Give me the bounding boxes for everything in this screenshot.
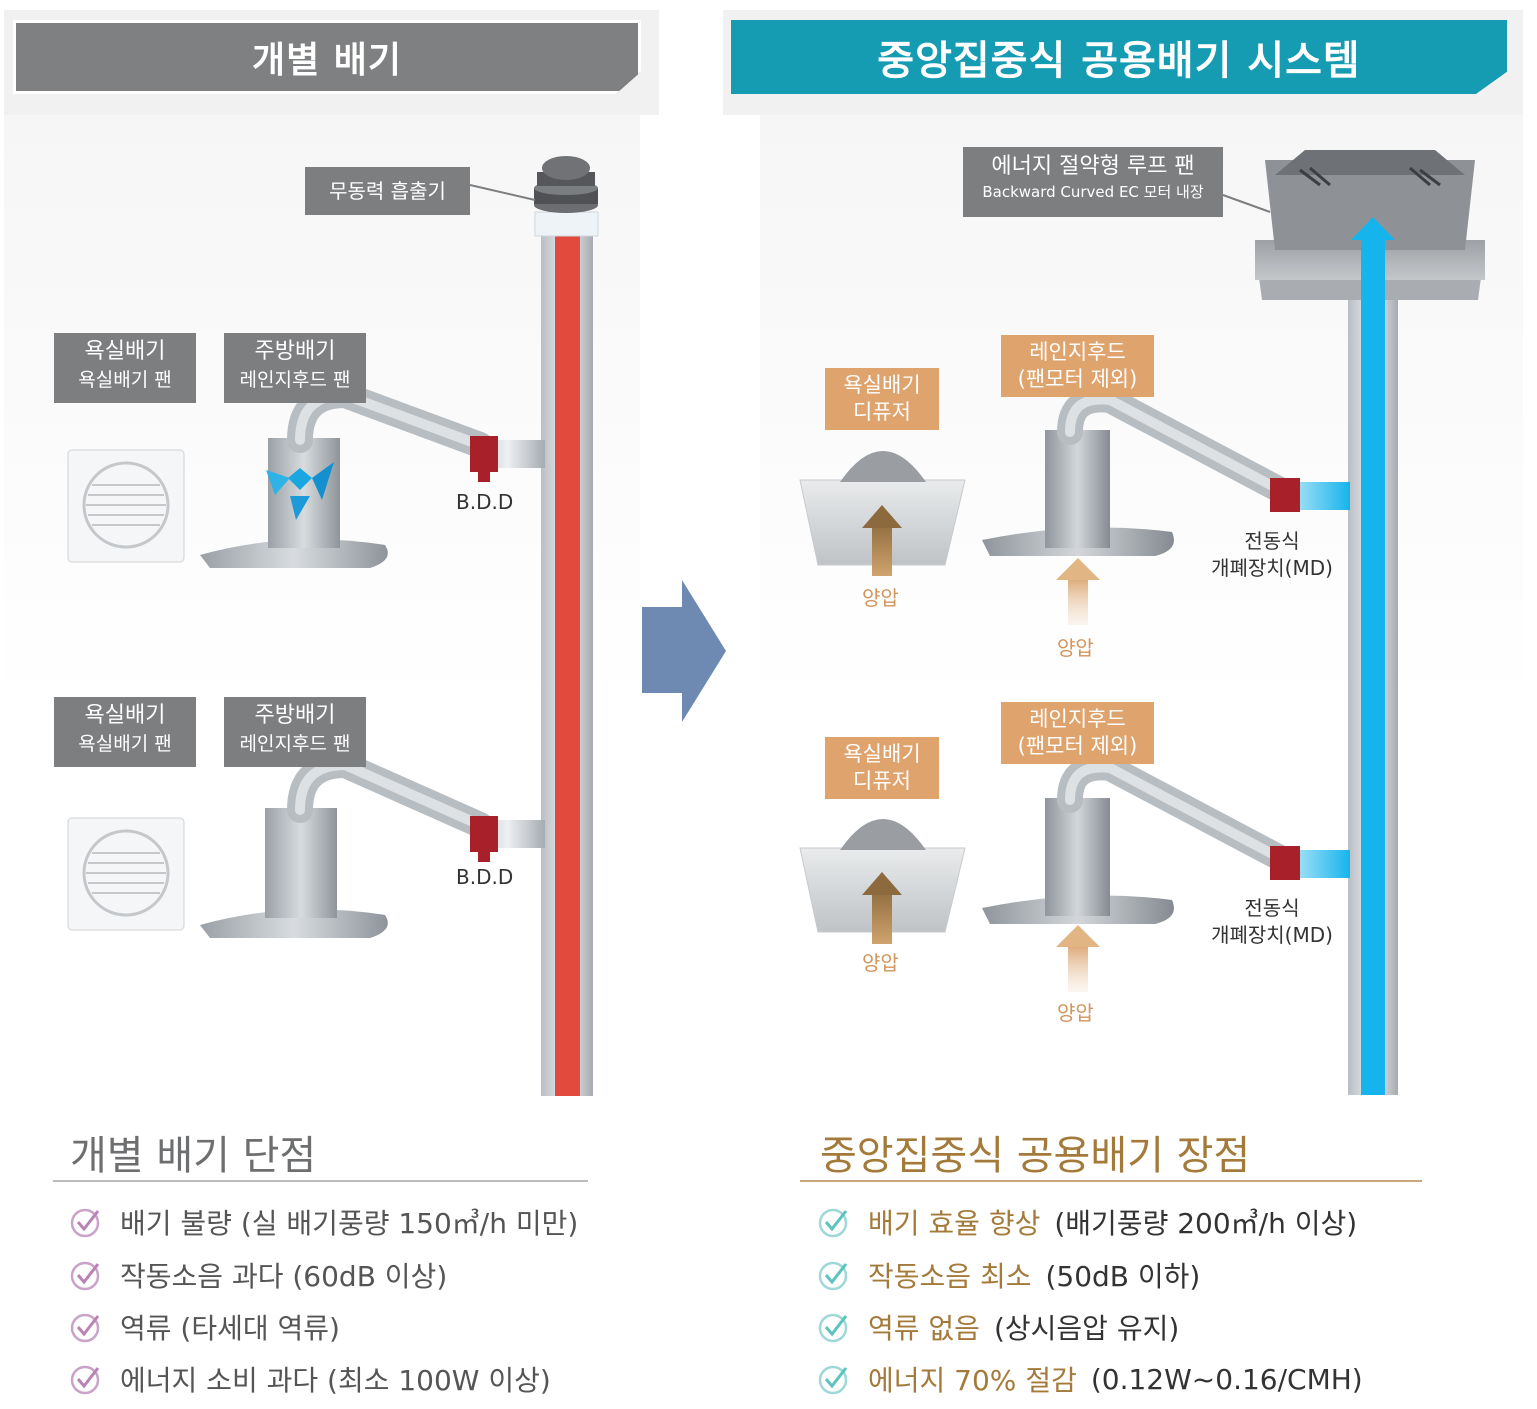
range-hood-fan-icon <box>200 381 493 568</box>
bath-diffuser-label-2: 욕실배기 디퓨저 <box>825 737 939 799</box>
right-section-title: 중앙집중식 공용배기 장점 <box>820 1133 1251 1179</box>
pressure-arrow-icon <box>862 505 902 576</box>
blue-exhaust-flow <box>1361 235 1385 1095</box>
right-panel-title: 중앙집중식 공용배기 시스템 <box>731 20 1507 94</box>
roof-fan-callout-line <box>1222 194 1271 213</box>
motorized-damper-label-1: 전동식 개폐장치(MD) <box>1211 529 1333 580</box>
left-section-title: 개별 배기 단점 <box>70 1133 317 1179</box>
pressure-arrow-icon <box>1056 925 1100 992</box>
pressure-label: 양압 <box>1057 636 1094 660</box>
range-hood-label-1: 레인지후드 (팬모터 제외) <box>1001 335 1154 397</box>
left-list-item: 에너지 소비 과다 (최소 100W 이상) <box>70 1359 551 1399</box>
check-icon <box>818 1365 848 1395</box>
bath-label-1: 욕실배기 욕실배기 팬 <box>54 333 196 403</box>
right-list-item: 작동소음 최소(50dB 이하) <box>818 1255 1200 1295</box>
check-icon <box>70 1261 100 1291</box>
pressure-label: 양압 <box>862 951 899 975</box>
bath-label-2: 욕실배기 욕실배기 팬 <box>54 697 196 767</box>
ventilator-callout-line <box>469 184 536 201</box>
left-diagram <box>67 156 599 1096</box>
left-divider <box>53 1180 588 1182</box>
left-panel-bg <box>4 115 640 1105</box>
bdd-label-1: B.D.D <box>456 490 514 514</box>
bdd-damper-icon <box>470 816 498 862</box>
check-icon <box>70 1208 100 1238</box>
motorized-damper-icon <box>1270 478 1300 512</box>
check-icon <box>818 1261 848 1291</box>
roof-fan-label: 에너지 절약형 루프 팬 Backward Curved EC 모터 내장 <box>963 147 1223 217</box>
range-hood-icon <box>982 754 1293 924</box>
bdd-label-2: B.D.D <box>456 865 514 889</box>
left-list-item: 배기 불량 (실 배기풍량 150㎥/h 미만) <box>70 1202 578 1242</box>
bath-diffuser-label-1: 욕실배기 디퓨저 <box>825 368 939 430</box>
right-list-item: 역류 없음(상시음압 유지) <box>818 1307 1179 1347</box>
left-list-item: 역류 (타세대 역류) <box>70 1307 340 1347</box>
check-icon <box>818 1313 848 1343</box>
bath-fan-icon <box>67 817 185 931</box>
right-list-item: 배기 효율 향상(배기풍량 200㎥/h 이상) <box>818 1202 1357 1242</box>
kitchen-label-1: 주방배기 레인지후드 팬 <box>224 333 366 403</box>
left-panel-title: 개별 배기 <box>13 20 641 94</box>
bdd-damper-icon <box>470 436 498 482</box>
range-hood-fan-icon <box>200 751 493 938</box>
up-arrow-icon <box>1351 217 1395 240</box>
pressure-arrow-icon <box>1056 558 1100 625</box>
right-divider <box>800 1180 1422 1182</box>
left-list-item: 작동소음 과다 (60dB 이상) <box>70 1255 447 1295</box>
motorized-damper-icon <box>1270 846 1300 880</box>
check-icon <box>70 1313 100 1343</box>
pressure-label: 양압 <box>862 586 899 610</box>
pressure-label: 양압 <box>1057 1001 1094 1025</box>
check-icon <box>70 1365 100 1395</box>
right-list-item: 에너지 70% 절감(0.12W~0.16/CMH) <box>818 1359 1363 1399</box>
bath-fan-icon <box>67 449 185 563</box>
kitchen-label-2: 주방배기 레인지후드 팬 <box>224 697 366 767</box>
range-hood-icon <box>982 386 1293 556</box>
turbine-ventilator-icon <box>534 156 599 237</box>
check-icon <box>818 1208 848 1238</box>
turbine-ventilator-label: 무동력 흡출기 <box>305 167 470 215</box>
motorized-damper-label-2: 전동식 개폐장치(MD) <box>1211 896 1333 947</box>
transition-arrow-icon <box>642 580 726 722</box>
red-exhaust-flow <box>555 232 580 1096</box>
right-diagram <box>799 150 1485 1095</box>
range-hood-label-2: 레인지후드 (팬모터 제외) <box>1001 702 1154 764</box>
pressure-arrow-icon <box>862 872 902 944</box>
